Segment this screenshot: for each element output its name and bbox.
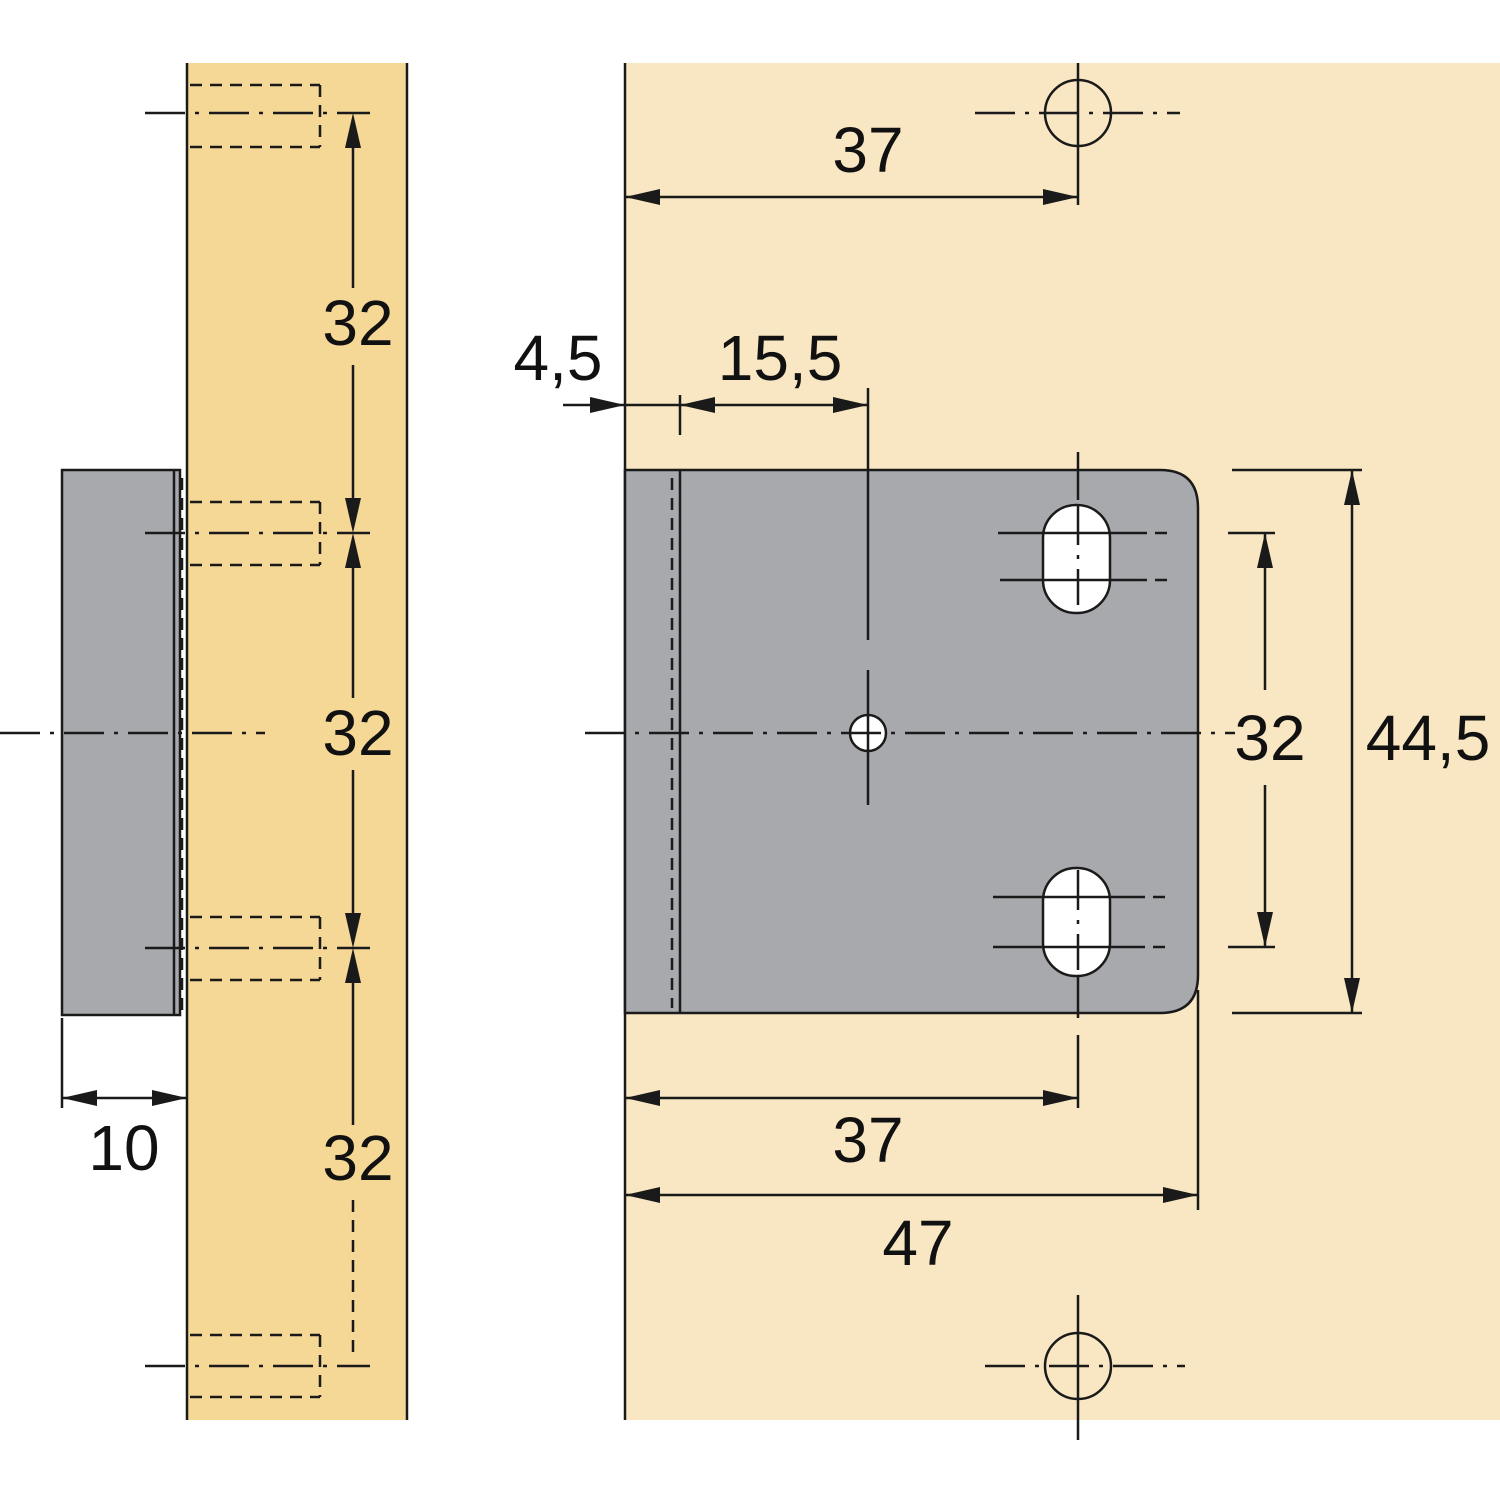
slot-bottom bbox=[993, 866, 1168, 1018]
side-hole-3 bbox=[190, 915, 322, 982]
side-depth-label: 10 bbox=[88, 1112, 159, 1184]
panel-hole-bottom bbox=[985, 1295, 1185, 1440]
front-plate-width-label: 47 bbox=[882, 1207, 953, 1279]
side-hole-4 bbox=[190, 1333, 322, 1399]
side-bracket bbox=[60, 468, 182, 1017]
side-pitch-bottom-label: 32 bbox=[322, 1122, 393, 1194]
side-panel bbox=[187, 63, 407, 1420]
front-top-offset-label: 37 bbox=[832, 114, 903, 186]
front-edge-offset-label: 4,5 bbox=[514, 322, 603, 394]
side-pitch-middle-label: 32 bbox=[322, 697, 393, 769]
panel-hole-top bbox=[975, 63, 1180, 205]
front-bracket-plate bbox=[623, 468, 1200, 1015]
front-hole-offset-label: 15,5 bbox=[718, 322, 843, 394]
front-slot-spacing-label: 32 bbox=[1234, 702, 1305, 774]
front-view: 37 4,5 15,5 32 44,5 37 47 bbox=[514, 63, 1500, 1440]
side-view: 32 32 32 10 bbox=[0, 63, 409, 1420]
side-hole-2 bbox=[190, 500, 322, 567]
side-hole-1 bbox=[190, 83, 322, 149]
slot-top bbox=[998, 452, 1172, 615]
front-bottom-offset-label: 37 bbox=[832, 1104, 903, 1176]
side-pitch-top-label: 32 bbox=[322, 287, 393, 359]
front-plate-height-label: 44,5 bbox=[1366, 702, 1491, 774]
